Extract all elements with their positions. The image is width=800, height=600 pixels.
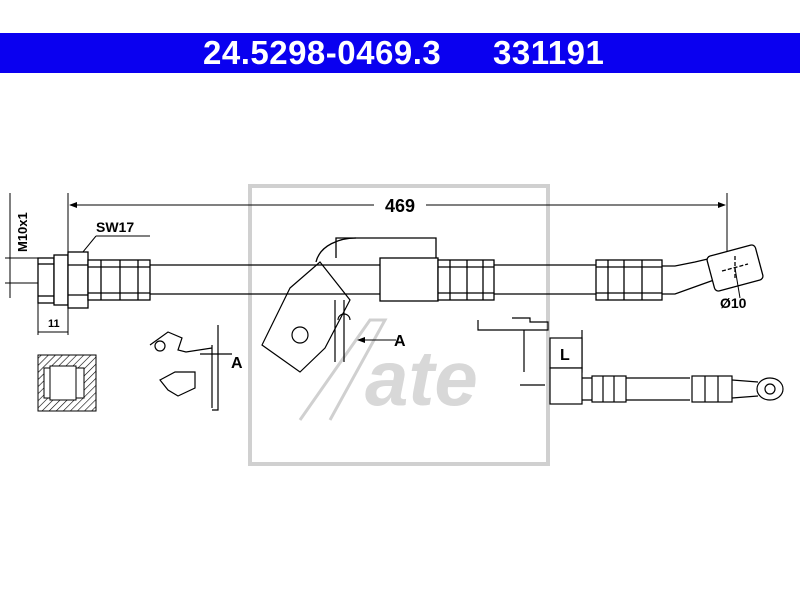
- thread-length-label: 11: [48, 318, 60, 330]
- title-banner: 24.5298-0469.3 331191: [0, 33, 800, 73]
- ferrule-middle: [437, 259, 495, 301]
- hex-nut: [67, 251, 89, 309]
- detail-label: L: [560, 347, 570, 364]
- thread-length-dimension: [37, 303, 69, 335]
- bracket: [335, 237, 437, 258]
- ferrule-right: [595, 259, 663, 301]
- view-marker-right: A: [394, 333, 406, 350]
- watermark-frame: [248, 184, 550, 466]
- reference-number: 331191: [493, 34, 605, 71]
- watermark-brand: ate: [365, 334, 478, 422]
- eye-diameter-label: Ø10: [720, 295, 747, 311]
- ferrule-left: [87, 259, 151, 301]
- bracket-view-left: [149, 325, 232, 411]
- mid-clamp: [379, 257, 439, 302]
- ate-watermark: ate: [248, 184, 550, 466]
- detail-view: [477, 317, 784, 405]
- brake-hose: [37, 237, 764, 309]
- wrench-size-label: SW17: [96, 219, 134, 235]
- watermark-slash: [298, 318, 388, 421]
- part-number: 24.5298-0469.3: [203, 34, 442, 71]
- view-marker-left: A: [231, 355, 243, 372]
- length-dimension: [67, 193, 728, 258]
- length-label: 469: [385, 196, 415, 216]
- section-view: [37, 354, 97, 412]
- thread-label: M10x1: [15, 212, 30, 252]
- bracket-view-middle: [261, 261, 351, 373]
